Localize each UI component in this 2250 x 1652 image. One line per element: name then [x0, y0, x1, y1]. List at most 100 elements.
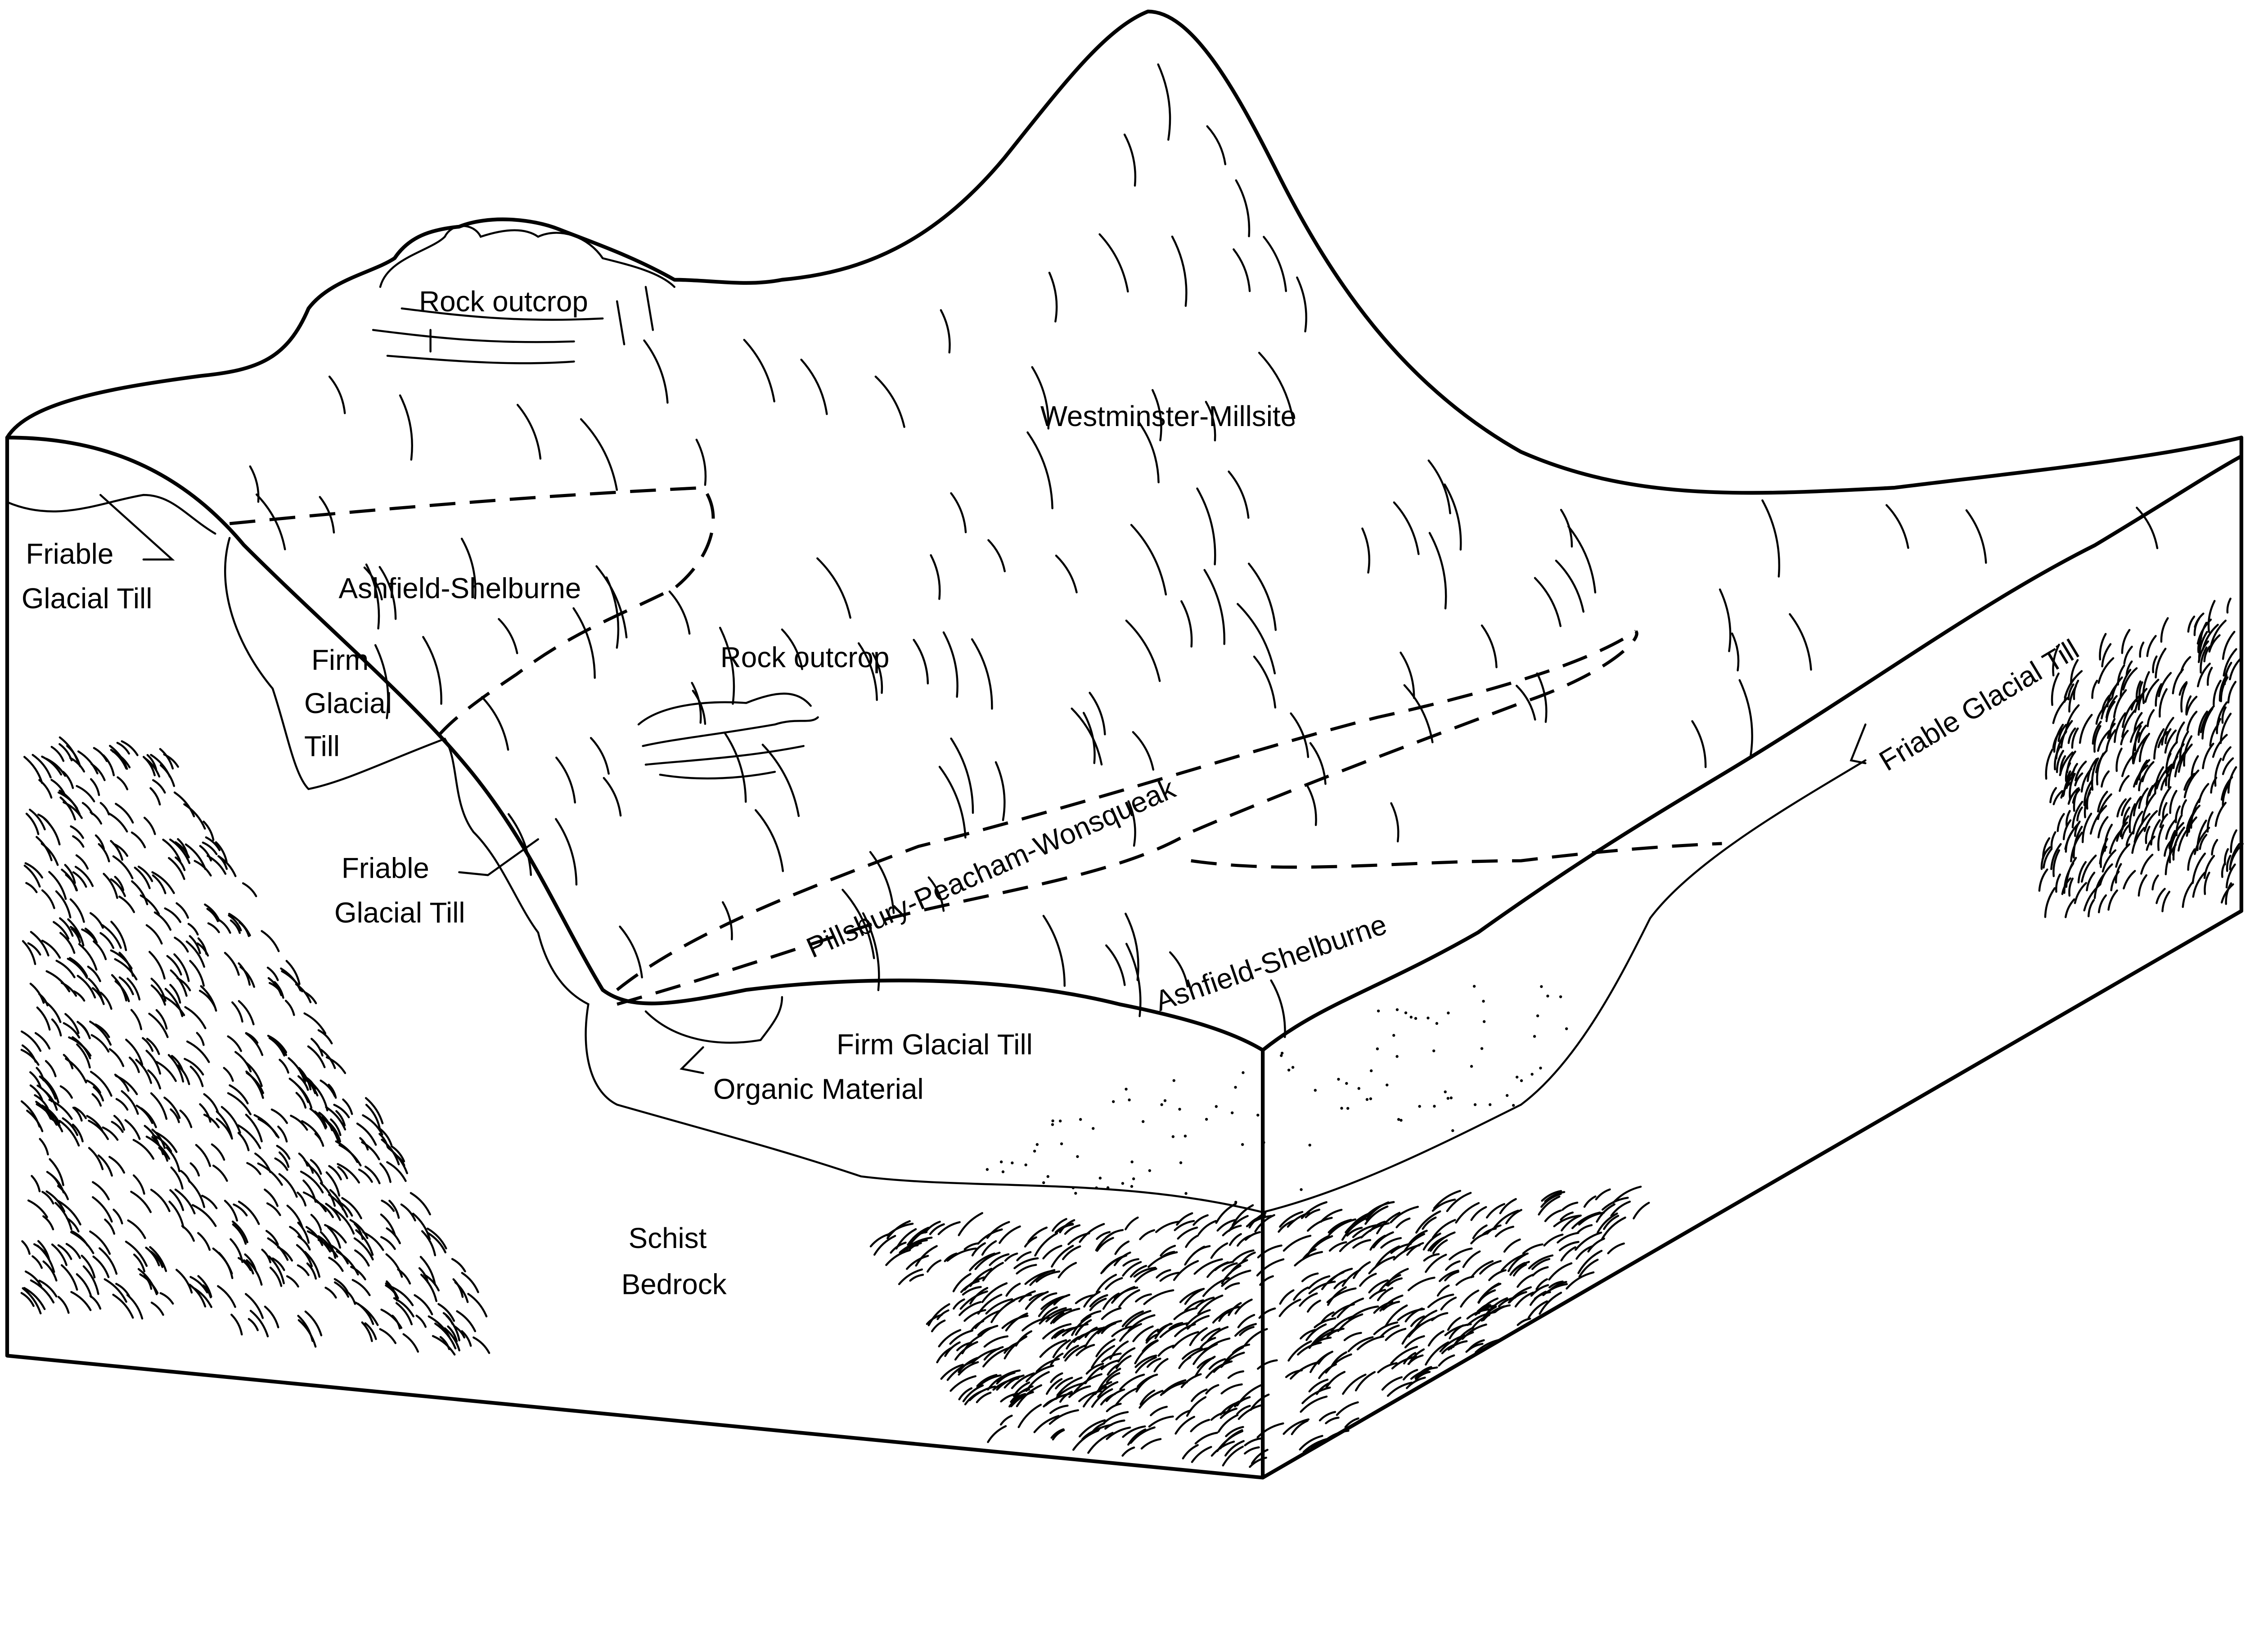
- schist-hatch-line: [265, 1230, 279, 1246]
- schist-hatch-line: [985, 1298, 1013, 1315]
- schist-hatch-line: [2160, 774, 2169, 791]
- schist-hatch-line: [295, 1091, 307, 1109]
- schist-hatch-line: [203, 1093, 219, 1113]
- schist-hatch-line: [1377, 1287, 1394, 1302]
- slope-hachure: [1290, 712, 1310, 758]
- schist-hatch-line: [2097, 816, 2109, 839]
- schist-hatch-line: [1194, 1356, 1216, 1378]
- slope-hachure: [930, 554, 941, 600]
- schist-hatch-line: [72, 871, 87, 888]
- schist-hatch-line: [113, 1114, 126, 1131]
- schist-hatch-line: [166, 955, 182, 976]
- slope-hachure: [1536, 672, 1548, 723]
- schist-hatch-line: [55, 960, 76, 979]
- schist-hatch-line: [75, 854, 89, 870]
- schist-hatch-line: [999, 1414, 1013, 1426]
- slope-hachure: [460, 538, 477, 599]
- schist-hatch-line: [1279, 1289, 1295, 1305]
- schist-hatch-line: [1185, 1234, 1199, 1248]
- schist-hatch-line: [1175, 1410, 1191, 1421]
- schist-hatch-line: [1016, 1264, 1037, 1275]
- schist-hatch-line: [1182, 1444, 1199, 1459]
- schist-hatch-line: [976, 1374, 1002, 1389]
- schist-hatch-line: [1174, 1415, 1195, 1435]
- schist-hatch-line: [206, 907, 219, 922]
- schist-hatch-line: [1115, 1387, 1139, 1406]
- schist-hatch-line: [1352, 1224, 1377, 1238]
- schist-hatch-line: [69, 757, 86, 773]
- schist-hatch-line: [1633, 1202, 1650, 1220]
- schist-hatch-line: [1206, 1326, 1229, 1343]
- schist-hatch-line: [1314, 1317, 1336, 1329]
- schist-hatch-line: [380, 1236, 396, 1250]
- schist-hatch-line: [1106, 1402, 1122, 1413]
- slope-hachure: [940, 309, 951, 354]
- schist-hatch-line: [2187, 615, 2196, 633]
- schist-hatch-line: [420, 1273, 437, 1302]
- schist-hatch-line: [1498, 1296, 1516, 1307]
- schist-hatch-line: [57, 1185, 69, 1200]
- schist-hatch-line: [1221, 1265, 1242, 1284]
- till-stipple-dot: [1242, 1071, 1245, 1074]
- slope-hachure: [1567, 525, 1597, 594]
- schist-hatch-line: [2070, 831, 2083, 862]
- schist-hatch-line: [1042, 1244, 1062, 1260]
- till-stipple-dot: [1291, 1066, 1295, 1069]
- schist-hatch-line: [163, 753, 179, 768]
- schist-hatch-line: [1378, 1274, 1401, 1293]
- schist-hatch-line: [1119, 1323, 1142, 1342]
- label-ashfield-right: Ashfield-Shelburne: [1151, 908, 1391, 1017]
- schist-hatch-line: [24, 862, 43, 879]
- slope-hachure: [668, 590, 691, 635]
- schist-hatch-line: [302, 1191, 327, 1212]
- schist-hatch-line: [350, 1266, 366, 1280]
- schist-hatch-line: [159, 764, 176, 787]
- schist-hatch-line: [69, 926, 81, 938]
- schist-hatch-line: [2081, 854, 2097, 883]
- schist-hatch-line: [169, 838, 191, 864]
- schist-hatch-line: [1179, 1288, 1205, 1303]
- schist-hatch-line: [2092, 721, 2102, 745]
- slope-hachure: [1534, 577, 1562, 627]
- schist-hatch-line: [1514, 1291, 1534, 1308]
- schist-hatch-line: [2157, 731, 2169, 748]
- schist-hatch-line: [890, 1241, 907, 1254]
- schist-hatch-line: [969, 1287, 989, 1305]
- schist-hatch-line: [164, 907, 182, 923]
- schist-hatch-line: [2066, 810, 2071, 827]
- schist-hatch-line: [963, 1276, 986, 1291]
- label-rock-outcrop-top: Rock outcrop: [419, 285, 588, 318]
- till-stipple-dot: [1125, 1087, 1128, 1091]
- schist-hatch-line: [335, 1140, 359, 1163]
- schist-hatch-line: [981, 1282, 1008, 1303]
- schist-hatch-line: [1494, 1304, 1511, 1313]
- schist-hatch-line: [114, 1073, 130, 1092]
- schist-hatch-line: [2180, 799, 2187, 815]
- schist-hatch-line: [2052, 790, 2063, 805]
- schist-hatch-line: [334, 1281, 350, 1298]
- schist-hatch-line: [104, 1218, 116, 1235]
- schist-hatch-line: [958, 1301, 982, 1316]
- schist-hatch-line: [2182, 881, 2194, 908]
- schist-hatch-line: [126, 977, 141, 1001]
- schist-hatch-line: [34, 1094, 49, 1109]
- schist-hatch-line: [2158, 672, 2172, 697]
- schist-hatch-line: [1051, 1244, 1074, 1268]
- slope-hachure: [950, 492, 967, 534]
- schist-hatch-line: [2057, 724, 2067, 742]
- slope-hachure: [1138, 422, 1160, 484]
- schist-hatch-line: [1122, 1258, 1139, 1267]
- schist-hatch-line: [1043, 1397, 1058, 1408]
- schist-hatch-line: [1282, 1418, 1310, 1435]
- slope-hachure: [800, 359, 828, 415]
- schist-hatch-line: [2099, 863, 2113, 886]
- schist-hatch-line: [1293, 1286, 1309, 1301]
- schist-hatch-line: [336, 1250, 359, 1276]
- schist-hatch-line: [36, 1103, 58, 1126]
- schist-hatch-line: [90, 778, 100, 796]
- schist-hatch-line: [168, 857, 185, 880]
- schist-hatch-line: [1486, 1224, 1502, 1235]
- schist-hatch-line: [386, 1161, 407, 1182]
- slope-hachure: [1042, 915, 1066, 987]
- schist-hatch-line: [271, 1257, 285, 1271]
